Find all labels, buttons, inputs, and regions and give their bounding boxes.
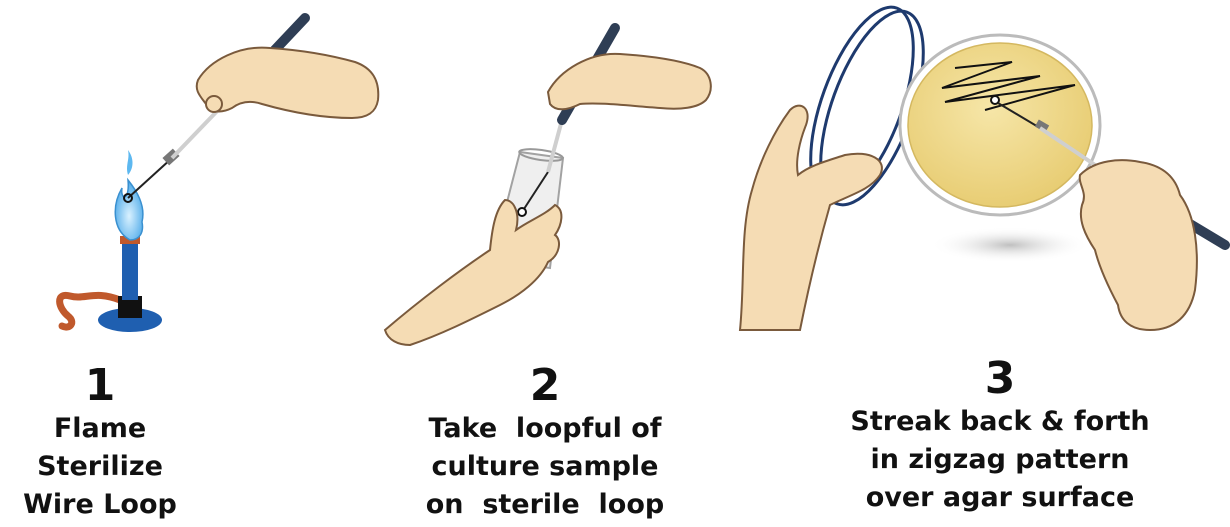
step-text-line: Wire Loop — [0, 486, 200, 524]
step-text-line: over agar surface — [820, 479, 1180, 517]
step-2-caption: 2 Take loopful of culture sample on ster… — [380, 362, 710, 524]
step-number: 2 — [380, 362, 710, 410]
hand-icon — [1080, 160, 1197, 330]
step-1-caption: 1 Flame Sterilize Wire Loop — [0, 362, 200, 524]
step-text-line: Take loopful of — [380, 410, 710, 448]
hand-icon — [197, 48, 379, 118]
step-text-line: culture sample — [380, 448, 710, 486]
wire-loop-icon — [128, 158, 172, 198]
step-number: 3 — [820, 355, 1180, 403]
step-number: 1 — [0, 362, 200, 410]
step-3-caption: 3 Streak back & forth in zigzag pattern … — [820, 355, 1180, 517]
panel-2-take-culture — [385, 28, 711, 345]
step-text-line: Streak back & forth — [820, 403, 1180, 441]
panel-1-flame-sterilize — [60, 18, 379, 332]
step-text-line: on sterile loop — [380, 486, 710, 524]
step-text-line: Sterilize — [0, 448, 200, 486]
hand-icon — [385, 200, 561, 345]
hand-icon — [548, 54, 711, 109]
bunsen-burner-icon — [122, 238, 138, 300]
step-text-line: in zigzag pattern — [820, 441, 1180, 479]
panel-3-streak-plate — [740, 0, 1225, 330]
streak-plate-illustration — [0, 0, 1230, 360]
step-text-line: Flame — [0, 410, 200, 448]
agar-surface — [908, 43, 1092, 207]
